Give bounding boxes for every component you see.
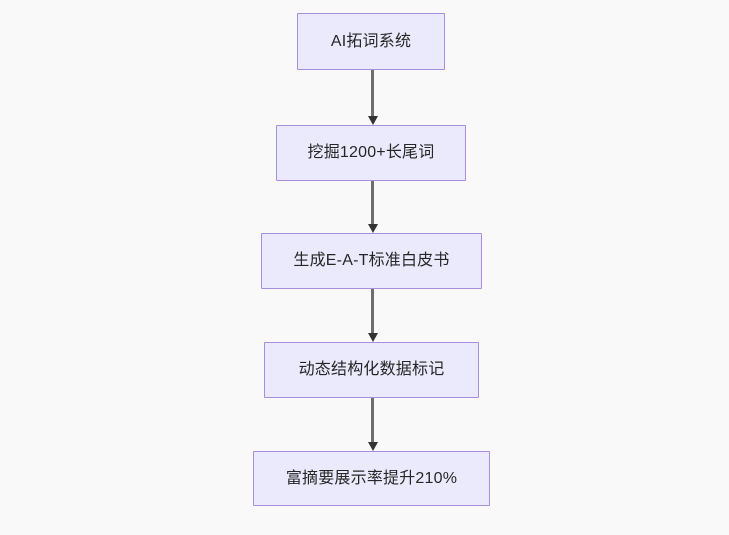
edge-line bbox=[371, 181, 374, 226]
flow-node-label: 生成E-A-T标准白皮书 bbox=[293, 252, 450, 270]
arrowhead-icon bbox=[367, 116, 378, 125]
flow-node-n2[interactable]: 挖掘1200+长尾词 bbox=[276, 125, 466, 181]
arrowhead-icon bbox=[367, 333, 378, 342]
flow-node-n1[interactable]: AI拓词系统 bbox=[297, 13, 445, 70]
arrowhead-icon bbox=[367, 442, 378, 451]
flow-node-label: 挖掘1200+长尾词 bbox=[307, 144, 435, 162]
flow-node-n3[interactable]: 生成E-A-T标准白皮书 bbox=[261, 233, 482, 289]
flow-node-label: 动态结构化数据标记 bbox=[298, 361, 445, 379]
flow-node-n5[interactable]: 富摘要展示率提升210% bbox=[253, 451, 490, 506]
flow-node-label: 富摘要展示率提升210% bbox=[285, 469, 458, 487]
edge-line bbox=[371, 398, 374, 444]
edge-line bbox=[371, 289, 374, 335]
edge-line bbox=[371, 70, 374, 118]
flow-node-label: AI拓词系统 bbox=[330, 32, 412, 50]
flow-node-n4[interactable]: 动态结构化数据标记 bbox=[264, 342, 479, 398]
arrowhead-icon bbox=[367, 224, 378, 233]
